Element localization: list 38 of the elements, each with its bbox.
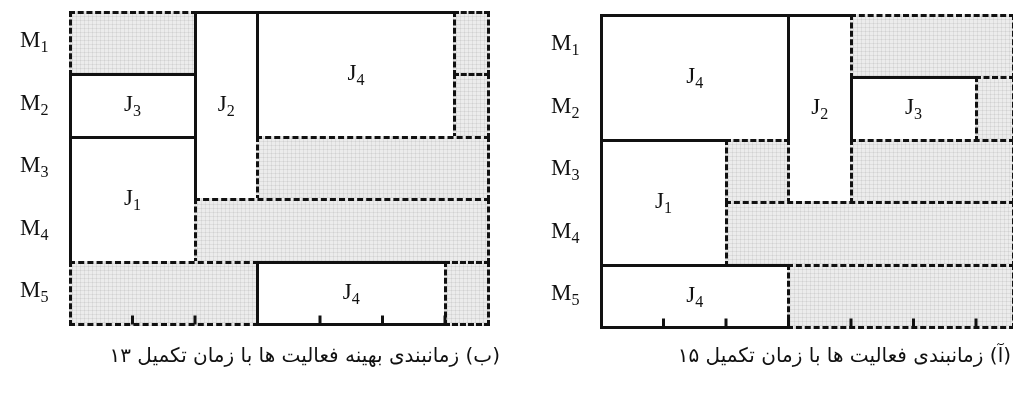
idle-time-block [452,10,491,76]
idle-time-block [974,76,1013,142]
idle-time-block [68,10,197,76]
idle-time-block [724,138,790,204]
idle-time-block [849,138,1013,204]
idle-time-block [849,13,1013,79]
machine-label: M$_{1}$ [20,28,49,55]
job-label: J$_{4}$ [686,282,704,310]
caption: (ب) زمانبندی بهینه فعالیت ها با زمان تکمیل ۱۳ [108,344,500,366]
idle-time-block [787,263,1013,329]
idle-time-block [443,260,491,326]
job-label: J$_{4}$ [342,279,360,307]
job-label: J$_{4}$ [686,64,704,91]
job-label: J$_{3}$ [124,92,141,120]
machine-label: M$_{4}$ [20,215,49,243]
idle-time-block [68,260,259,326]
machine-label: M$_{5}$ [20,278,49,305]
job-label: J$_{3}$ [905,95,922,123]
machine-label: M$_{2}$ [20,90,49,118]
machine-label: M$_{4}$ [551,218,580,246]
job-label: J$_{1}$ [124,186,141,213]
job-block [599,13,790,142]
job-label: J$_{2}$ [811,95,829,123]
job-label: J$_{2}$ [217,92,235,120]
idle-time-block [193,198,491,264]
job-label: J$_{4}$ [347,61,365,88]
job-block [599,263,790,329]
idle-time-block [452,73,491,139]
idle-time-block [724,201,1013,267]
machine-label: M$_{3}$ [551,156,580,183]
machine-label: M$_{3}$ [20,153,49,180]
job-block [256,260,447,326]
job-label: J$_{1}$ [655,189,672,216]
machine-label: M$_{1}$ [551,31,580,58]
machine-label: M$_{5}$ [551,281,580,308]
caption: (آ) زمانبندی فعالیت ها با زمان تکمیل ۱۵ [676,344,1011,366]
machine-label: M$_{2}$ [551,93,580,121]
idle-time-block [256,135,491,201]
